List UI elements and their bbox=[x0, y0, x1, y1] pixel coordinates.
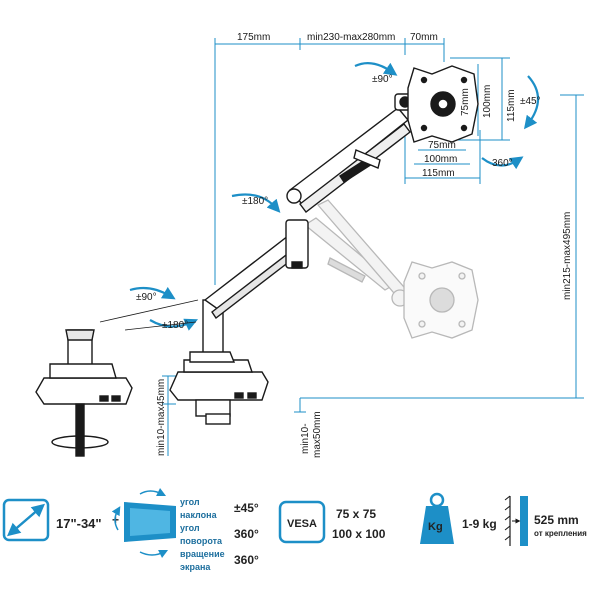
screen-size: 17"-34" bbox=[56, 516, 102, 531]
dim-grommet-1: min10- bbox=[300, 423, 311, 454]
rot-tilt: ±45° bbox=[520, 96, 541, 107]
rot-head-swivel: ±90° bbox=[372, 74, 393, 85]
dim-v100: 100mm bbox=[482, 85, 493, 118]
left-arm bbox=[35, 329, 133, 457]
label-2: угол bbox=[180, 523, 200, 533]
dim-h75: 75mm bbox=[428, 140, 456, 151]
rot-rotate: 360° bbox=[492, 158, 513, 169]
dim-v75: 75mm bbox=[460, 88, 471, 116]
rot-base-swivel: ±90° bbox=[136, 292, 157, 303]
dim-reach: min230-max280mm bbox=[307, 32, 395, 43]
label-4: вращение bbox=[180, 549, 225, 559]
label-3: поворота bbox=[180, 536, 223, 546]
dim-h115: 115mm bbox=[422, 168, 455, 179]
vesa-small: 75 x 75 bbox=[336, 507, 376, 521]
ghost-arm bbox=[303, 199, 479, 339]
weight-icon bbox=[420, 506, 454, 544]
main-arm bbox=[169, 65, 479, 425]
rot-base-arm: ±180° bbox=[162, 320, 188, 331]
dim-h100: 100mm bbox=[424, 154, 457, 165]
distance-note: от крепления bbox=[534, 529, 587, 538]
rotation-arrows bbox=[129, 61, 540, 331]
dim-clamp: min10-max45mm bbox=[156, 379, 167, 456]
weight-badge: Kg bbox=[428, 521, 443, 533]
vesa-icon bbox=[278, 500, 326, 544]
distance: 525 mm bbox=[534, 513, 579, 527]
swivel-value: 360° bbox=[234, 527, 259, 541]
label-0: угол bbox=[180, 497, 200, 507]
weight: 1-9 kg bbox=[462, 517, 497, 531]
dim-offset: 175mm bbox=[237, 32, 270, 43]
specs-bar: 17"-34" + угол наклона угол поворота вра… bbox=[2, 487, 587, 572]
dim-head: 70mm bbox=[410, 32, 438, 43]
tilt-value: ±45° bbox=[234, 501, 259, 515]
vesa-large: 100 x 100 bbox=[332, 527, 386, 541]
dim-v115: 115mm bbox=[506, 89, 517, 122]
dim-grommet-2: max50mm bbox=[312, 411, 323, 458]
label-1: наклона bbox=[180, 510, 218, 520]
dim-height: min215-max495mm bbox=[562, 212, 573, 300]
screen-size-icon bbox=[2, 498, 50, 542]
rotation-value: 360° bbox=[234, 553, 259, 567]
label-5: экрана bbox=[180, 562, 211, 572]
vesa-badge: VESA bbox=[287, 518, 317, 530]
rot-arm: ±180° bbox=[242, 196, 268, 207]
dimension-lines bbox=[162, 38, 584, 456]
